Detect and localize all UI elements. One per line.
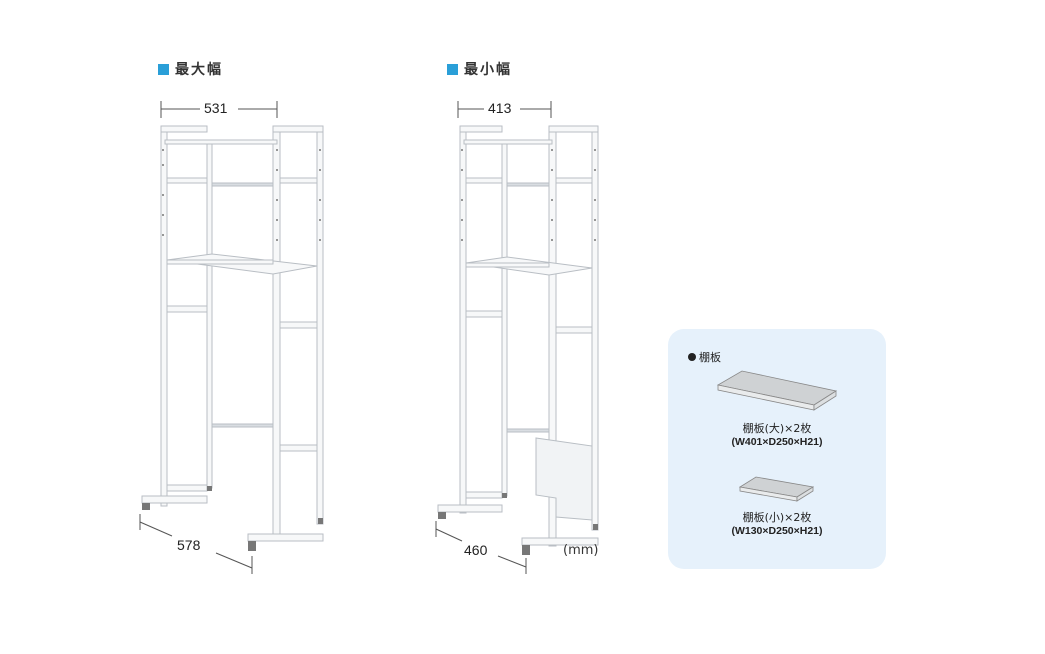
max-width-heading-text: 最大幅: [175, 62, 223, 78]
unit-label: (mm): [563, 543, 599, 558]
max-depth-dimension: 578: [177, 537, 201, 553]
small-shelf-label: 棚板(小)×2枚: [742, 511, 812, 524]
parts-panel: 棚板 棚板(大)×2枚 (W401×D250×H21) 棚板(小)×2枚 (W1…: [668, 329, 886, 569]
small-shelf-spec: (W130×D250×H21): [731, 525, 823, 537]
parts-title-text: 棚板: [699, 351, 721, 364]
large-shelf-board-icon: [716, 370, 838, 411]
large-shelf-spec: (W401×D250×H21): [731, 436, 823, 448]
small-shelf-board-icon: [738, 476, 815, 502]
square-bullet-icon: [158, 63, 169, 75]
square-bullet-icon: [447, 63, 458, 75]
bullet-dot-icon: [688, 353, 696, 361]
min-depth-dimension: 460: [464, 542, 488, 558]
max-width-heading: 最大幅: [158, 59, 223, 79]
min-width-heading-text: 最小幅: [464, 62, 512, 78]
large-shelf-label: 棚板(大)×2枚: [742, 422, 812, 435]
parts-title: 棚板: [688, 349, 721, 365]
min-width-dimension: 413: [488, 100, 512, 116]
min-width-heading: 最小幅: [447, 59, 512, 79]
shelf-boards-illustration: [716, 370, 838, 502]
max-width-dimension: 531: [204, 100, 228, 116]
